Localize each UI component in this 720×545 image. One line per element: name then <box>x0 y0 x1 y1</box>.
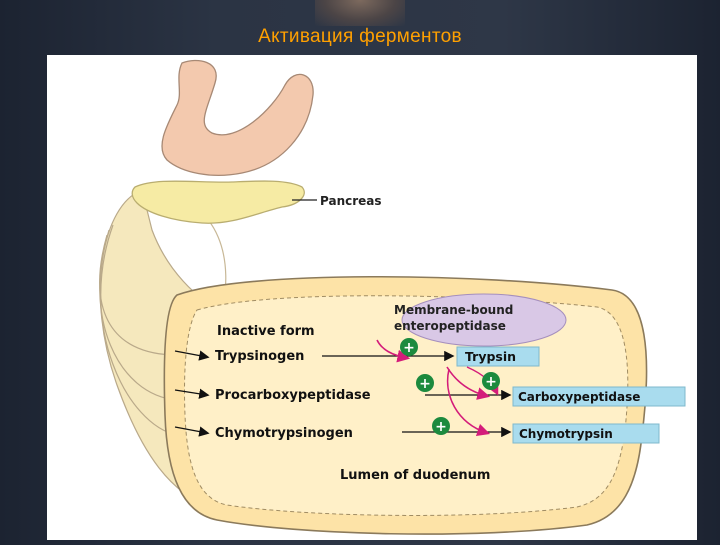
trypsin-box <box>456 346 540 367</box>
plus-sign: + <box>435 419 447 435</box>
active-enzyme-label: Trypsin <box>465 349 516 364</box>
duct-line-2 <box>99 229 178 401</box>
inactive-form-header: Inactive form <box>217 324 315 339</box>
enzyme-label-line2: enteropeptidase <box>394 319 506 333</box>
duct-arrow-3 <box>174 426 210 437</box>
stomach <box>161 59 314 176</box>
zymogen-label: Procarboxypeptidase <box>215 388 371 403</box>
active-enzyme-label: Chymotrypsin <box>519 427 613 441</box>
presenter-head-image <box>315 0 405 26</box>
active-enzyme-label: Carboxypeptidase <box>518 390 640 404</box>
enteropeptidase-ellipse <box>401 293 567 347</box>
plus-sign: + <box>485 374 497 390</box>
zymogen-label: Chymotrypsinogen <box>215 426 353 441</box>
enzyme-label-line1: Membrane-bound <box>394 303 513 317</box>
zymogen-label: Trypsinogen <box>215 349 304 364</box>
pancreas-label: Pancreas <box>320 194 382 208</box>
diagram-panel: Pancreas Membrane-bound enteropeptidase … <box>47 55 697 540</box>
slide-title: Активация ферментов <box>258 26 462 47</box>
plus-badge-4: + <box>432 417 450 435</box>
duct-arrow-1 <box>174 350 210 361</box>
activation-arrow-enteropeptidase <box>376 339 411 363</box>
lumen-label: Lumen of duodenum <box>340 468 490 483</box>
plus-badge-1: + <box>400 338 418 356</box>
plus-badge-3: + <box>482 372 500 390</box>
activation-arrow-chymo <box>446 368 491 437</box>
pancreas <box>131 180 305 224</box>
chymotrypsin-box <box>512 423 660 444</box>
plus-badge-2: + <box>416 374 434 392</box>
duct-arrow-2 <box>174 388 210 399</box>
plus-sign: + <box>403 340 415 356</box>
enzyme-activation-diagram: Pancreas Membrane-bound enteropeptidase … <box>99 59 686 535</box>
duct-line-3 <box>100 224 178 436</box>
carboxypeptidase-box <box>512 386 686 407</box>
plus-sign: + <box>419 376 431 392</box>
